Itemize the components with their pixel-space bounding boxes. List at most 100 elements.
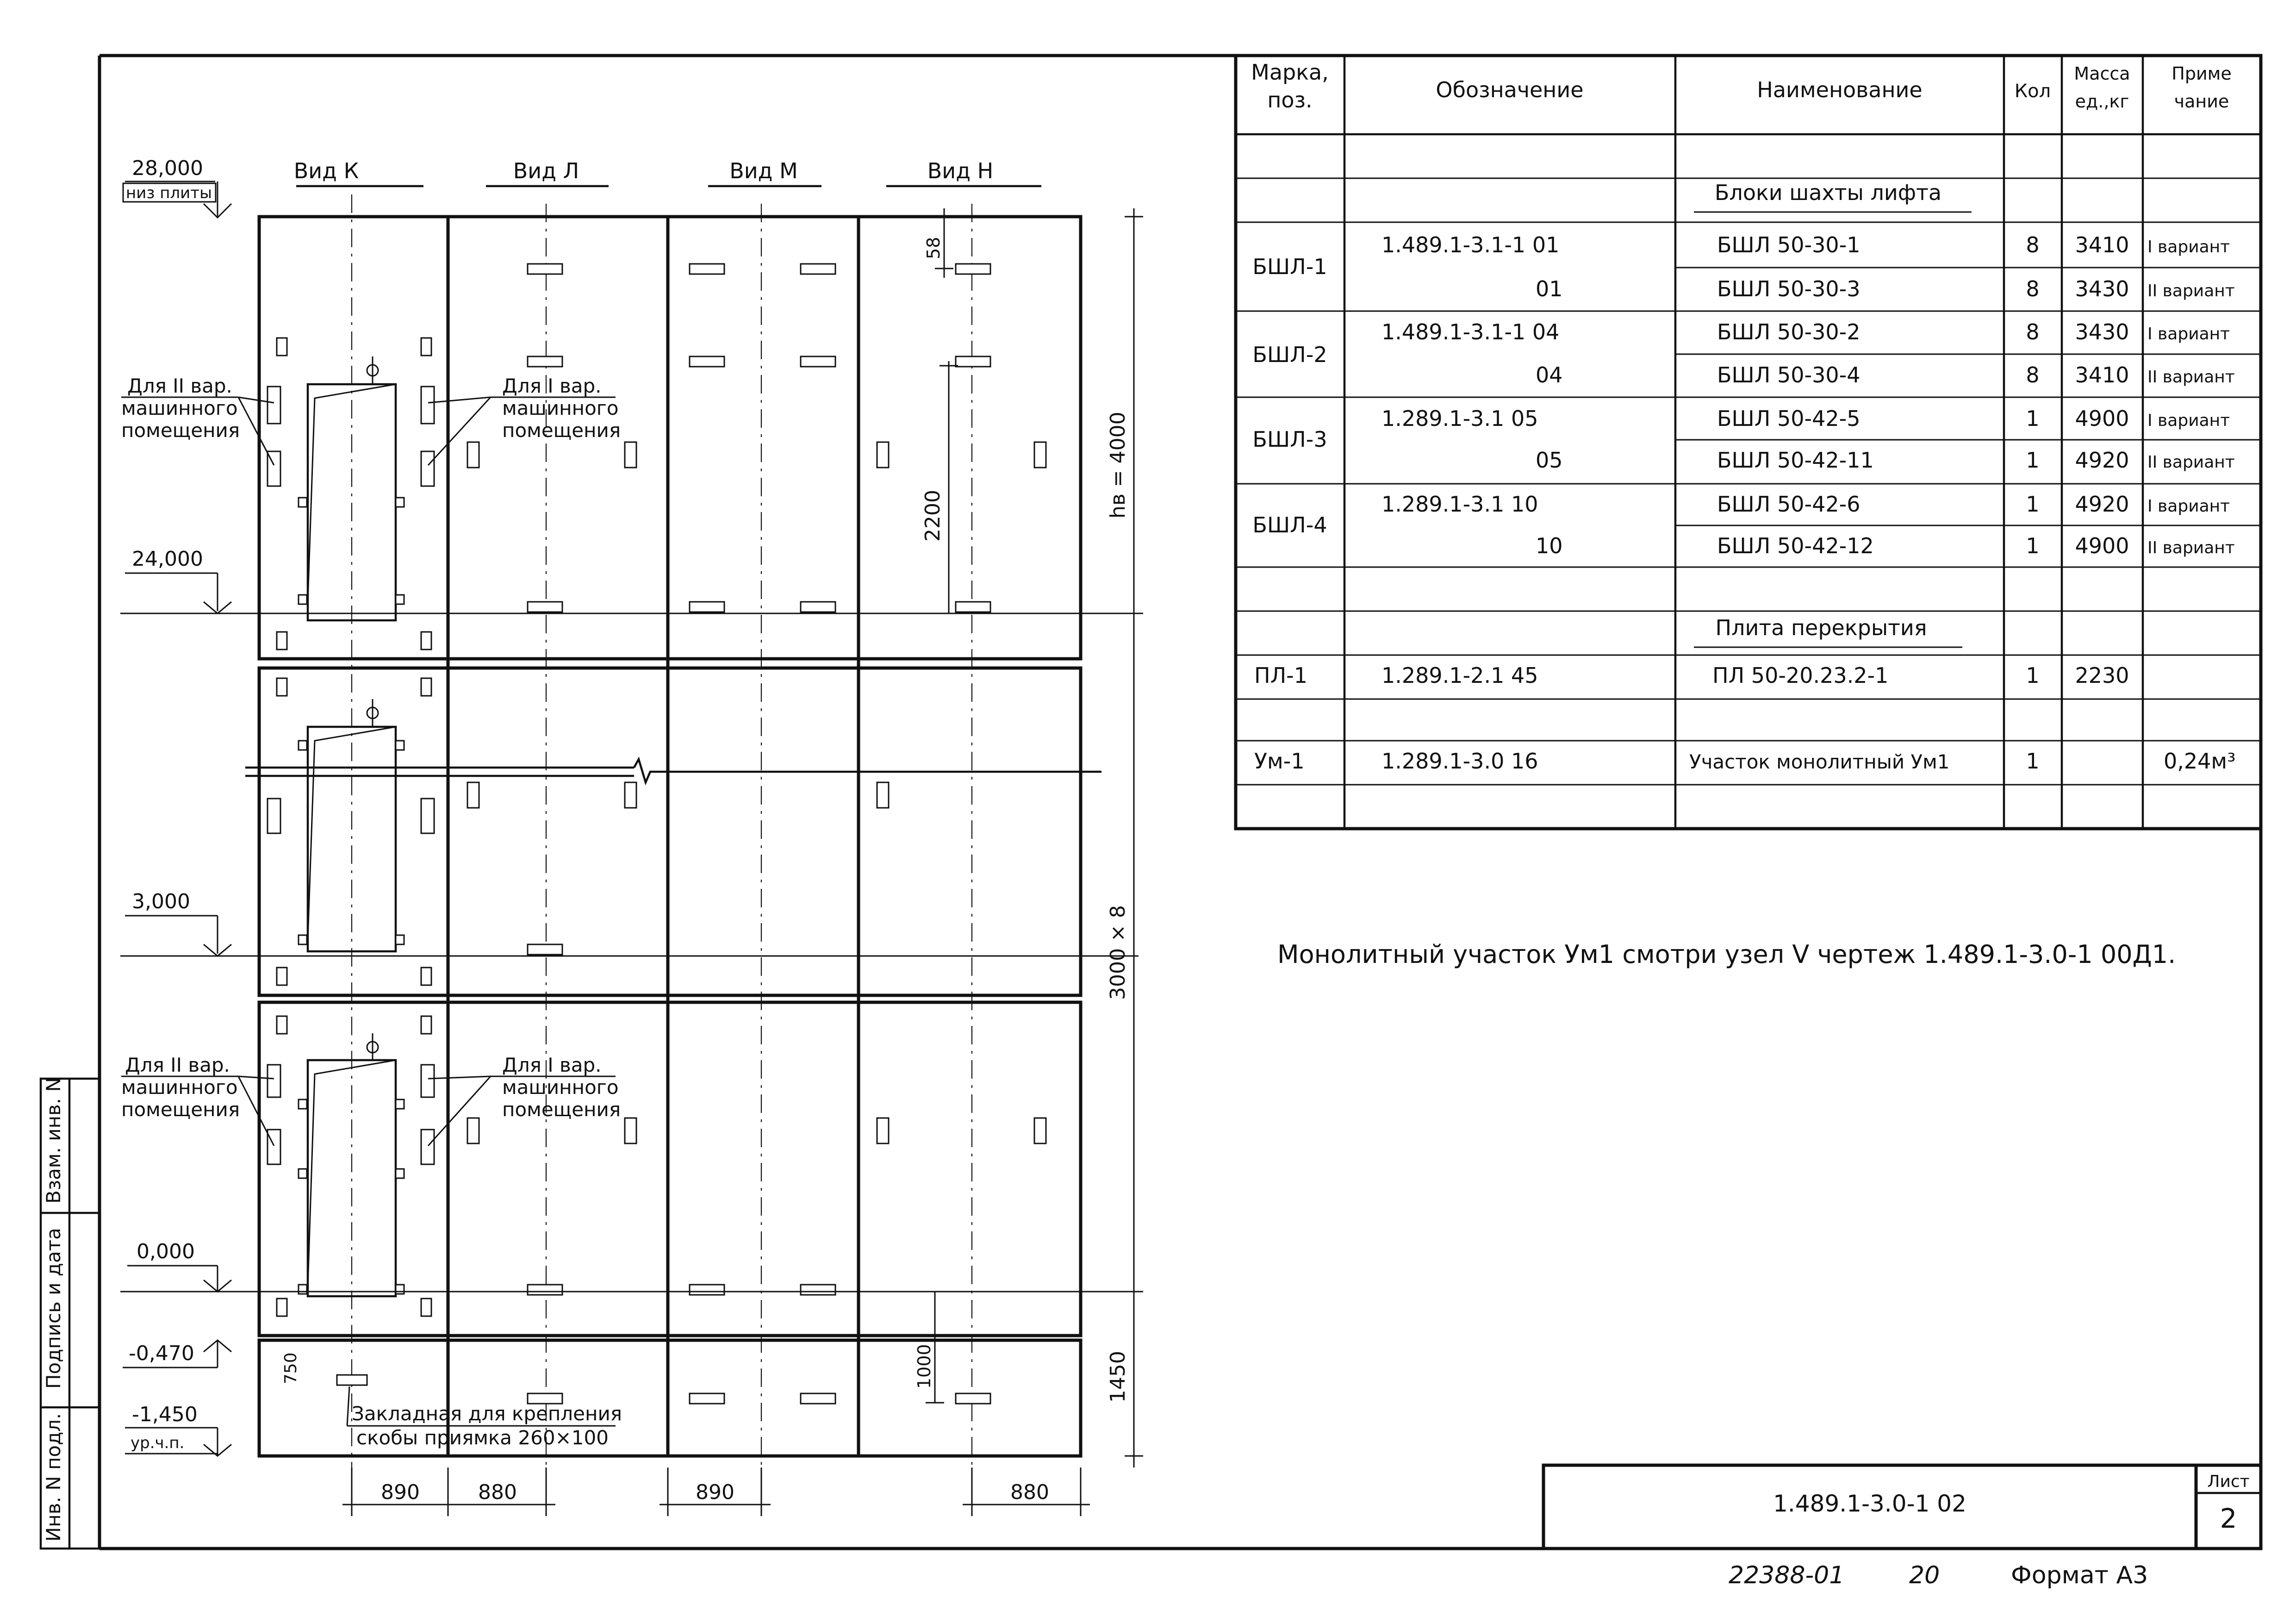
view-l-title: Вид Л (513, 158, 579, 183)
dim-880-a: 880 (478, 1480, 517, 1504)
cell-note: I вариант (2147, 237, 2230, 256)
callout-var1-top-1: Для I вар. (502, 375, 602, 397)
table-row: 01 БШЛ 50-30-3 8 3430 II вариант (1536, 276, 2235, 301)
cell-name: БШЛ 50-42-11 (1717, 448, 1874, 473)
cell-mass: 3430 (2075, 276, 2129, 301)
callout-var1-bottom-3: помещения (502, 1098, 621, 1121)
cell-note: I вариант (2147, 497, 2230, 516)
elev-3: 3,000 (132, 890, 190, 913)
cell-qty: 1 (2026, 533, 2039, 558)
cell-mass: 4920 (2075, 448, 2129, 473)
callouts: Для II вар. машинного помещения Для I ва… (121, 375, 622, 1449)
callout-var2-bottom-2: машинного (121, 1076, 238, 1099)
stamp-sheet-label: Лист (2207, 1472, 2249, 1491)
table-row: БШЛ-2 1.489.1-3.1-1 04 БШЛ 50-30-2 8 343… (1252, 319, 2230, 367)
cell-designation: 1.489.1-3.1-1 01 (1381, 232, 1559, 257)
cell-name: БШЛ 50-30-1 (1717, 232, 1860, 257)
callout-var1-bottom-2: машинного (502, 1076, 619, 1099)
elev-m145: -1,450 (132, 1403, 198, 1426)
cell-name: ПЛ 50-20.23.2-1 (1712, 663, 1888, 688)
table-row: ПЛ-1 1.289.1-2.1 45 ПЛ 50-20.23.2-1 1 22… (1254, 663, 2129, 688)
callout-embed-1: Закладная для крепления (352, 1402, 622, 1425)
th-name: Наименование (1757, 77, 1922, 102)
dim-750: 750 (281, 1352, 300, 1384)
callout-var1-top-2: машинного (502, 397, 619, 419)
th-qty: Кол (2015, 81, 2051, 102)
cell-qty: 1 (2026, 663, 2039, 688)
dim-pit: 1450 (1106, 1351, 1130, 1403)
middle-block (257, 666, 1083, 997)
view-n-title: Вид Н (927, 158, 993, 183)
th-mass-2: ед.,кг (2075, 91, 2129, 112)
callout-var2-top-1: Для II вар. (127, 375, 232, 397)
table-row: Ум-1 1.289.1-3.0 16 Участок монолитный У… (1254, 749, 2236, 774)
footer-copy: 20 (1909, 1562, 1940, 1589)
side-vzam: Взам. инв. N (42, 1077, 65, 1204)
cell-designation: 10 (1536, 533, 1563, 558)
table-row: 10 БШЛ 50-42-12 1 4900 II вариант (1536, 533, 2235, 558)
cell-note: II вариант (2147, 453, 2235, 472)
cell-name: БШЛ 50-42-12 (1717, 533, 1874, 558)
table-row: БШЛ-3 1.289.1-3.1 05 БШЛ 50-42-5 1 4900 … (1252, 406, 2230, 452)
callout-var2-bottom-3: помещения (121, 1098, 240, 1121)
dim-floors: 3000 × 8 (1106, 905, 1130, 1000)
elev-28-note: низ плиты (126, 184, 212, 202)
th-note-2: чание (2174, 91, 2229, 112)
cell-mass: 4900 (2075, 406, 2129, 431)
table-row: 05 БШЛ 50-42-11 1 4920 II вариант (1536, 448, 2235, 473)
cell-mark: Ум-1 (1254, 749, 1305, 774)
th-note-1: Приме (2172, 63, 2231, 84)
side-strip: Инв. N подл. Подпись и дата Взам. инв. N (39, 1077, 101, 1550)
dim-890-b: 890 (696, 1480, 734, 1504)
cell-name: БШЛ 50-42-6 (1717, 492, 1860, 517)
dim-58: 58 (923, 237, 944, 259)
footer: 22388-01 20 Формат А3 (1729, 1562, 2148, 1589)
stamp-sheet-no: 2 (2220, 1503, 2237, 1534)
th-mass-1: Масса (2074, 63, 2130, 84)
title-block: 1.489.1-3.0-1 02 Лист 2 (1542, 1463, 2263, 1550)
dimension-lines: hв = 4000 3000 × 8 1450 58 2200 750 1000… (281, 208, 1143, 1516)
cell-note: II вариант (2147, 368, 2235, 387)
cell-mark: БШЛ-3 (1252, 427, 1327, 452)
cell-name: БШЛ 50-30-4 (1717, 362, 1860, 387)
th-designation: Обозначение (1436, 77, 1583, 102)
cell-designation: 04 (1536, 362, 1563, 387)
cell-qty: 8 (2026, 319, 2039, 344)
section-slab: Плита перекрытия (1715, 615, 1927, 640)
elev-m145-note: ур.ч.п. (131, 1434, 184, 1452)
cell-mass: 3410 (2075, 362, 2129, 387)
dim-2200: 2200 (921, 490, 945, 542)
th-mark-2: поз. (1267, 87, 1312, 112)
cell-mark: БШЛ-4 (1252, 512, 1327, 537)
footer-format: Формат А3 (2011, 1562, 2148, 1589)
spec-table: Марка, поз. Обозначение Наименование Кол… (1234, 54, 2263, 831)
cell-mark: БШЛ-1 (1252, 254, 1327, 279)
section-shaft: Блоки шахты лифта (1715, 180, 1941, 205)
lower-block (257, 1000, 1083, 1337)
top-block (257, 215, 1083, 661)
cell-designation: 1.289.1-3.1 05 (1381, 406, 1538, 431)
cell-designation: 1.289.1-3.1 10 (1381, 492, 1538, 517)
footer-inventory: 22388-01 (1729, 1562, 1844, 1589)
elevation-marks: 28,000 низ плиты 24,000 3,000 0,000 -0,4… (120, 156, 1139, 1457)
dim-1000: 1000 (914, 1344, 934, 1389)
cell-name: Участок монолитный Ум1 (1689, 750, 1950, 773)
table-row: БШЛ-4 1.289.1-3.1 10 БШЛ 50-42-6 1 4920 … (1252, 492, 2230, 537)
cell-designation: 1.289.1-2.1 45 (1381, 663, 1538, 688)
cell-designation: 05 (1536, 448, 1563, 473)
callout-var1-bottom-1: Для I вар. (502, 1054, 602, 1076)
cell-note: I вариант (2147, 411, 2230, 430)
cell-mass: 3430 (2075, 319, 2129, 344)
dim-890-a: 890 (381, 1480, 420, 1504)
cell-qty: 8 (2026, 276, 2039, 301)
view-headers: Вид К Вид Л Вид М Вид Н (294, 158, 1041, 187)
cell-note: II вариант (2147, 281, 2235, 300)
cell-mark: ПЛ-1 (1254, 663, 1307, 688)
cell-qty: 8 (2026, 232, 2039, 257)
cell-mark: БШЛ-2 (1252, 342, 1327, 367)
cell-name: БШЛ 50-30-3 (1717, 276, 1860, 301)
cell-qty: 1 (2026, 448, 2039, 473)
cell-designation: 1.289.1-3.0 16 (1381, 749, 1538, 774)
callout-var2-top-3: помещения (121, 419, 240, 442)
cell-mass: 4900 (2075, 533, 2129, 558)
